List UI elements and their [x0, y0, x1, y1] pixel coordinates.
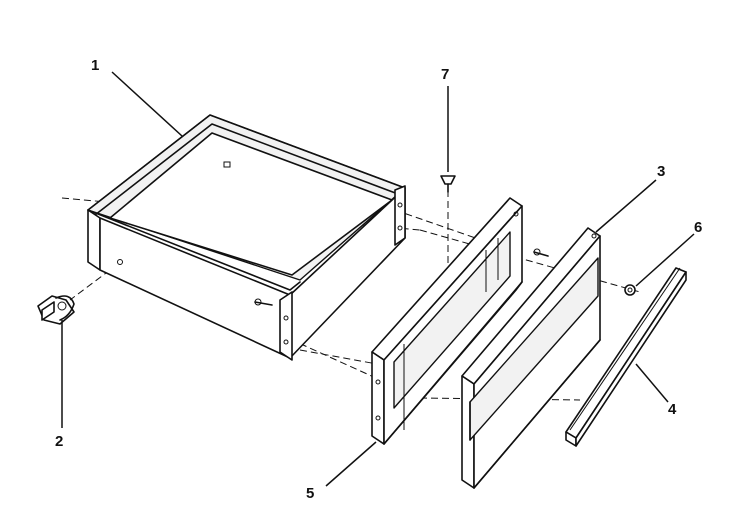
part-label-6: 6: [694, 219, 703, 236]
drawer-front-frame: [371, 197, 523, 445]
part-label-1: 1: [91, 57, 100, 74]
drawer-body: [87, 114, 406, 361]
handle-fastener: [624, 284, 636, 296]
part-label-4: 4: [668, 401, 677, 418]
part-label-3: 3: [657, 163, 666, 180]
drawer-handle: [565, 267, 687, 447]
mounting-screw: [440, 175, 456, 193]
drawer-front-panel: [461, 227, 601, 489]
drawer-slide-clip: [37, 295, 75, 325]
part-label-5: 5: [306, 485, 315, 502]
leader-lines: [61, 71, 695, 487]
part-label-2: 2: [55, 433, 64, 450]
part-label-7: 7: [441, 66, 450, 83]
